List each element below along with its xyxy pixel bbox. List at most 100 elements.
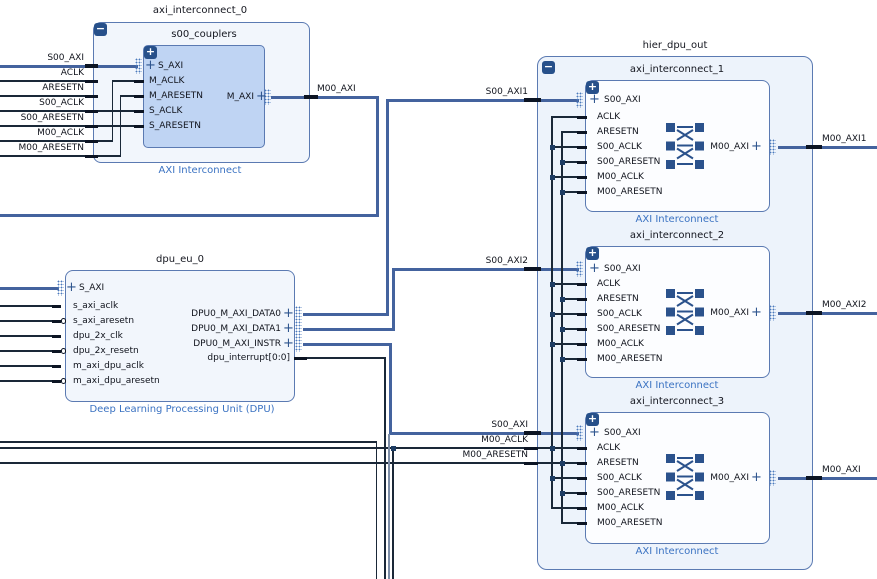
net-wire[interactable] <box>562 298 578 300</box>
block-s00-couplers[interactable] <box>143 45 265 148</box>
net-wire[interactable] <box>552 507 578 509</box>
expand-icon[interactable] <box>586 247 599 260</box>
net-wire[interactable] <box>384 357 386 579</box>
expand-pin-icon[interactable]: + <box>589 92 600 107</box>
interface-connector-icon[interactable] <box>576 261 583 277</box>
interface-connector-icon[interactable] <box>295 321 302 337</box>
interface-connector-icon[interactable] <box>769 305 776 321</box>
net-wire[interactable] <box>93 125 136 127</box>
expand-pin-icon[interactable]: + <box>66 280 77 295</box>
interface-wire[interactable] <box>778 311 877 315</box>
interface-connector-icon[interactable] <box>57 280 64 296</box>
net-wire[interactable] <box>0 80 94 82</box>
pin-tick <box>52 364 61 368</box>
net-wire[interactable] <box>0 447 578 449</box>
net-wire[interactable] <box>552 343 578 345</box>
net-wire[interactable] <box>0 441 377 443</box>
interface-connector-icon[interactable] <box>295 336 302 352</box>
net-wire[interactable] <box>0 140 94 142</box>
interface-wire[interactable] <box>0 65 138 68</box>
expand-icon[interactable] <box>144 46 157 59</box>
interface-wire[interactable] <box>303 312 389 316</box>
net-wire[interactable] <box>552 283 578 285</box>
net-wire[interactable] <box>562 492 578 494</box>
net-wire[interactable] <box>552 477 578 479</box>
net-wire[interactable] <box>0 335 58 337</box>
net-wire[interactable] <box>111 80 137 82</box>
interface-wire[interactable] <box>0 213 379 217</box>
net-wire[interactable] <box>552 146 578 148</box>
net-wire[interactable] <box>0 380 58 382</box>
interface-wire[interactable] <box>0 286 59 290</box>
net-wire[interactable] <box>93 140 113 142</box>
pin-tick <box>806 145 822 149</box>
expand-pin-icon[interactable]: + <box>283 336 294 351</box>
net-wire[interactable] <box>552 176 578 178</box>
expand-pin-icon[interactable]: + <box>589 261 600 276</box>
interface-wire[interactable] <box>376 95 379 217</box>
expand-icon[interactable] <box>586 413 599 426</box>
collapse-icon[interactable] <box>94 23 107 36</box>
type-label-axi-interconnect-2: AXI Interconnect <box>635 380 719 391</box>
interface-connector-icon[interactable] <box>576 425 583 441</box>
net-wire[interactable] <box>552 313 578 315</box>
expand-pin-icon[interactable]: + <box>751 305 762 320</box>
net-wire[interactable] <box>111 80 113 142</box>
net-wire[interactable] <box>119 95 137 97</box>
net-wire[interactable] <box>392 447 394 579</box>
interface-connector-icon[interactable] <box>264 89 271 105</box>
net-wire[interactable] <box>562 191 578 193</box>
interface-wire[interactable] <box>386 98 579 102</box>
expand-pin-icon[interactable]: + <box>145 58 156 73</box>
net-wire[interactable] <box>0 125 94 127</box>
net-wire[interactable] <box>562 328 578 330</box>
net-wire[interactable] <box>0 320 58 322</box>
expand-pin-icon[interactable]: + <box>751 470 762 485</box>
net-wire[interactable] <box>93 110 136 112</box>
net-wire[interactable] <box>119 95 121 157</box>
net-wire[interactable] <box>305 357 386 359</box>
net-wire[interactable] <box>0 110 94 112</box>
net-wire[interactable] <box>0 350 58 352</box>
net-wire[interactable] <box>562 131 578 133</box>
interface-connector-icon[interactable] <box>769 470 776 486</box>
collapse-icon[interactable] <box>542 61 555 74</box>
pin-tick <box>134 94 144 98</box>
expand-icon[interactable] <box>586 81 599 94</box>
net-wire[interactable] <box>562 358 578 360</box>
pin-tick <box>577 190 587 194</box>
net-wire[interactable] <box>387 434 390 579</box>
interface-wire[interactable] <box>303 342 392 346</box>
expand-pin-icon[interactable]: + <box>589 425 600 440</box>
net-wire[interactable] <box>0 155 94 157</box>
net-wire[interactable] <box>562 161 578 163</box>
net-wire[interactable] <box>93 155 121 157</box>
interface-wire[interactable] <box>778 476 877 480</box>
interface-wire[interactable] <box>386 98 389 316</box>
interface-connector-icon[interactable] <box>769 139 776 155</box>
expand-pin-icon[interactable]: + <box>751 139 762 154</box>
pin-tick <box>577 175 587 179</box>
interface-wire[interactable] <box>389 342 392 435</box>
interface-wire[interactable] <box>392 267 395 331</box>
expand-pin-icon[interactable]: + <box>283 321 294 336</box>
net-wire[interactable] <box>552 116 578 118</box>
expand-pin-icon[interactable]: + <box>256 89 267 104</box>
net-wire[interactable] <box>0 305 58 307</box>
interface-wire[interactable] <box>271 95 379 99</box>
interface-wire[interactable] <box>392 267 579 271</box>
interface-wire[interactable] <box>303 327 395 331</box>
net-wire[interactable] <box>0 95 94 97</box>
block-dpu-eu-0[interactable] <box>65 270 295 402</box>
net-wire[interactable] <box>375 441 378 579</box>
expand-pin-icon[interactable]: + <box>283 306 294 321</box>
interface-connector-icon[interactable] <box>295 306 302 322</box>
net-wire[interactable] <box>562 522 578 524</box>
interface-connector-icon[interactable] <box>135 58 142 74</box>
interface-wire[interactable] <box>389 431 579 435</box>
interface-wire[interactable] <box>778 145 877 149</box>
interface-connector-icon[interactable] <box>576 92 583 108</box>
net-wire[interactable] <box>0 365 58 367</box>
net-wire[interactable] <box>0 461 578 465</box>
